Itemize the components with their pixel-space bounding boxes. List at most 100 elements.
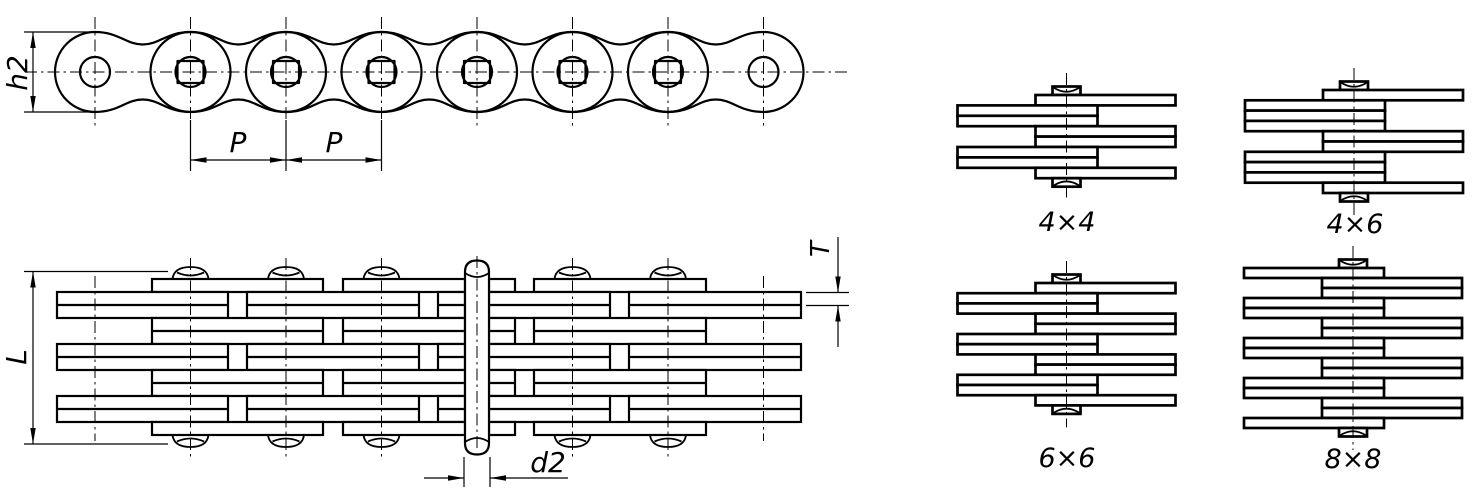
lacing-plate xyxy=(956,373,1099,387)
p-arrow xyxy=(270,157,286,163)
plan-view-figure xyxy=(24,237,849,487)
lacing-diagram-6x6 xyxy=(956,261,1177,428)
lacing-plate xyxy=(956,291,1099,305)
chain-plate xyxy=(341,420,467,437)
h2-arrow xyxy=(30,32,36,48)
chain-plate xyxy=(532,277,708,294)
lacing-plate xyxy=(1320,316,1464,330)
chain-plate xyxy=(341,277,467,294)
lacing-plate xyxy=(1034,363,1177,377)
lacing-pin-top-head-curve xyxy=(1340,81,1368,88)
chain-plate xyxy=(487,277,517,294)
lacing-plate xyxy=(1320,406,1464,420)
pin-flat-square xyxy=(271,59,301,85)
lacing-plate xyxy=(956,302,1099,315)
lacing-plate xyxy=(1242,416,1386,430)
lacing-pin-top-head-curve xyxy=(1053,86,1080,93)
lacing-plate xyxy=(1034,135,1177,149)
dim-label-pitch-2: P xyxy=(326,126,343,159)
lacing-plate xyxy=(1243,98,1387,112)
d2-arrow xyxy=(490,475,506,481)
plate-bottom-contour xyxy=(94,98,764,114)
lacing-plate xyxy=(1034,312,1177,326)
p-arrow xyxy=(365,157,382,163)
p-arrow xyxy=(190,157,207,163)
lacing-plate xyxy=(1320,326,1464,340)
dim-label-plate-thickness: T xyxy=(806,239,836,257)
dim-label-pitch-1: P xyxy=(230,126,247,159)
h2-arrow xyxy=(30,96,36,112)
lacing-plate xyxy=(1242,296,1386,310)
lacing-plate xyxy=(956,342,1099,356)
lacing-plate xyxy=(956,332,1099,346)
lacing-diagram-8x8 xyxy=(1242,246,1464,450)
lacing-plate xyxy=(956,383,1099,397)
pin-flat-square xyxy=(558,59,587,85)
lacing-diagram-4x4 xyxy=(956,73,1177,201)
t-arrow xyxy=(835,305,841,322)
chain-plate xyxy=(532,420,708,437)
lacing-caption-4x4: 4×4 xyxy=(1039,207,1096,238)
l-arrow xyxy=(30,428,36,444)
lacing-caption-8x8: 8×8 xyxy=(1325,444,1382,475)
lacing-plate xyxy=(1242,376,1386,390)
lacing-plate xyxy=(1321,140,1465,154)
lacing-plate xyxy=(1321,129,1465,143)
lacing-plate xyxy=(956,104,1099,118)
pin-flat-square xyxy=(462,59,492,85)
t-arrow xyxy=(835,276,841,293)
side-view-figure xyxy=(24,17,850,171)
lacing-plate xyxy=(1242,386,1386,400)
lacing-pin-top-head-curve xyxy=(1053,274,1080,281)
lacing-plate xyxy=(1321,88,1465,102)
lacing-plate xyxy=(1320,396,1464,410)
lacing-plate xyxy=(1034,393,1177,407)
plate-top-contour xyxy=(94,30,764,46)
lacing-plate xyxy=(1321,181,1465,195)
lacing-plate xyxy=(1034,93,1177,107)
dim-label-pin-diameter: d2 xyxy=(530,446,566,479)
lacing-plate xyxy=(1320,286,1464,300)
p-arrow xyxy=(286,157,302,163)
dim-label-h2: h2 xyxy=(1,55,34,91)
right-end-cap xyxy=(763,30,805,114)
lacing-pin-bottom-head-curve xyxy=(1340,195,1368,202)
lacing-plate xyxy=(956,156,1099,170)
lacing-plate xyxy=(1243,119,1387,133)
lacing-plate xyxy=(1242,306,1386,320)
chain-plate xyxy=(487,420,517,437)
lacing-plate xyxy=(1320,276,1464,290)
pin-flat-square xyxy=(176,59,205,85)
left-end-cap xyxy=(53,30,96,114)
pin-flat-square xyxy=(653,59,683,85)
lacing-plate xyxy=(1243,150,1387,164)
chain-plate xyxy=(150,420,325,437)
lacing-plate xyxy=(1242,346,1386,360)
lacing-plate xyxy=(1034,281,1177,295)
lacing-plate xyxy=(1243,160,1387,174)
chain-plate xyxy=(150,277,325,294)
lacing-plate xyxy=(1034,353,1177,366)
lacing-plate xyxy=(1034,124,1177,138)
lacing-plate xyxy=(956,145,1099,159)
dim-label-chain-width: L xyxy=(0,349,33,365)
lacing-pin-bottom-head-curve xyxy=(1053,407,1080,414)
full-pin-top-head-curve xyxy=(464,272,490,278)
lacing-plate xyxy=(1242,266,1386,280)
lacing-plate xyxy=(1034,322,1177,336)
lacing-caption-6x6: 6×6 xyxy=(1039,443,1096,474)
lacing-diagram-4x6 xyxy=(1243,68,1465,215)
lacing-plate xyxy=(1320,366,1464,380)
lacing-plate xyxy=(1320,356,1464,370)
lacing-plate xyxy=(1243,109,1387,123)
d2-arrow xyxy=(448,475,464,481)
lacing-caption-4x6: 4×6 xyxy=(1327,209,1384,240)
l-arrow xyxy=(30,271,36,288)
pin-flat-square xyxy=(367,59,396,85)
lacing-plate xyxy=(1243,171,1387,185)
lacing-pin-top-head-curve xyxy=(1339,259,1367,266)
lacing-plate xyxy=(1034,166,1177,180)
lacing-plate xyxy=(1242,336,1386,350)
